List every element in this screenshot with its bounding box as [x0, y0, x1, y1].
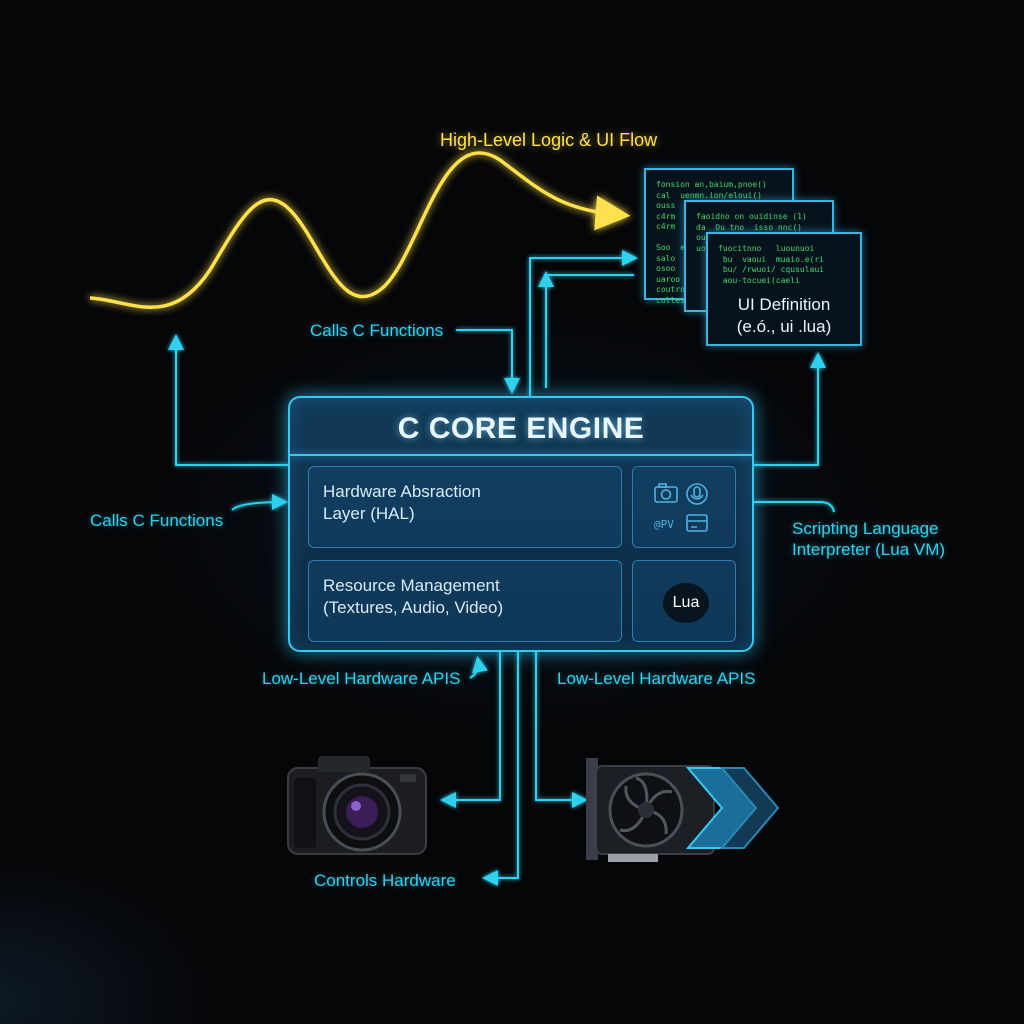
connector-calls-top [456, 329, 520, 394]
doc-title: UI Definition [737, 295, 831, 314]
doc-subtitle: (e.ó., ui .lua) [736, 317, 832, 336]
resource-module: Resource Management (Textures, Audio, Vi… [308, 560, 622, 642]
hardware-icons: @PV [654, 483, 708, 532]
camera-device-icon [287, 756, 427, 855]
label-high-level-flow: High-Level Logic & UI Flow [440, 130, 658, 150]
resource-label: Resource Management (Textures, Audio, Vi… [323, 576, 504, 618]
connector-low-left [469, 656, 488, 679]
gpu-card-icon [586, 758, 780, 862]
camera-icon [654, 483, 678, 503]
connector-scripting [752, 501, 835, 513]
label-calls-c-functions-top: Calls C Functions [310, 321, 444, 340]
divider [290, 454, 752, 456]
hardware-icons-module: @PV [632, 466, 736, 548]
lua-badge: Lua [663, 583, 709, 623]
lua-module: Lua [632, 560, 736, 642]
hal-label: Hardware Absraction Layer (HAL) [323, 482, 481, 524]
core-engine-panel: C CORE ENGINE Hardware Absraction Layer … [288, 396, 754, 652]
label-controls-hardware: Controls Hardware [314, 871, 456, 890]
chip-label: @PV [654, 518, 674, 531]
connector-to-camera [440, 650, 501, 808]
label-scripting-interpreter: Scripting Language Interpreter (Lua VM) [792, 519, 946, 560]
connector-to-gpu [535, 650, 588, 808]
ui-definition-document: fuocitnno luounuoi bu vaoui muaio.e(ri b… [706, 232, 862, 346]
card-icon [686, 514, 708, 532]
connector-left-in [231, 494, 288, 511]
engine-title: C CORE ENGINE [397, 412, 645, 445]
connector-to-doc-1 [529, 250, 638, 396]
label-calls-c-functions-left: Calls C Functions [90, 511, 224, 530]
microphone-icon [686, 483, 708, 505]
label-low-level-right: Low-Level Hardware APIS [557, 669, 756, 688]
logic-flow-wave [89, 151, 631, 309]
connector-right-loop [750, 352, 826, 466]
connector-controls [482, 650, 519, 886]
connector-to-doc-2 [545, 274, 634, 388]
code-snippet: fuocitnno luounuoi bu vaoui muaio.e(ri b… [718, 244, 824, 285]
connector-left-loop [168, 334, 288, 466]
hal-module: Hardware Absraction Layer (HAL) [308, 466, 622, 548]
label-low-level-left: Low-Level Hardware APIS [262, 669, 461, 688]
